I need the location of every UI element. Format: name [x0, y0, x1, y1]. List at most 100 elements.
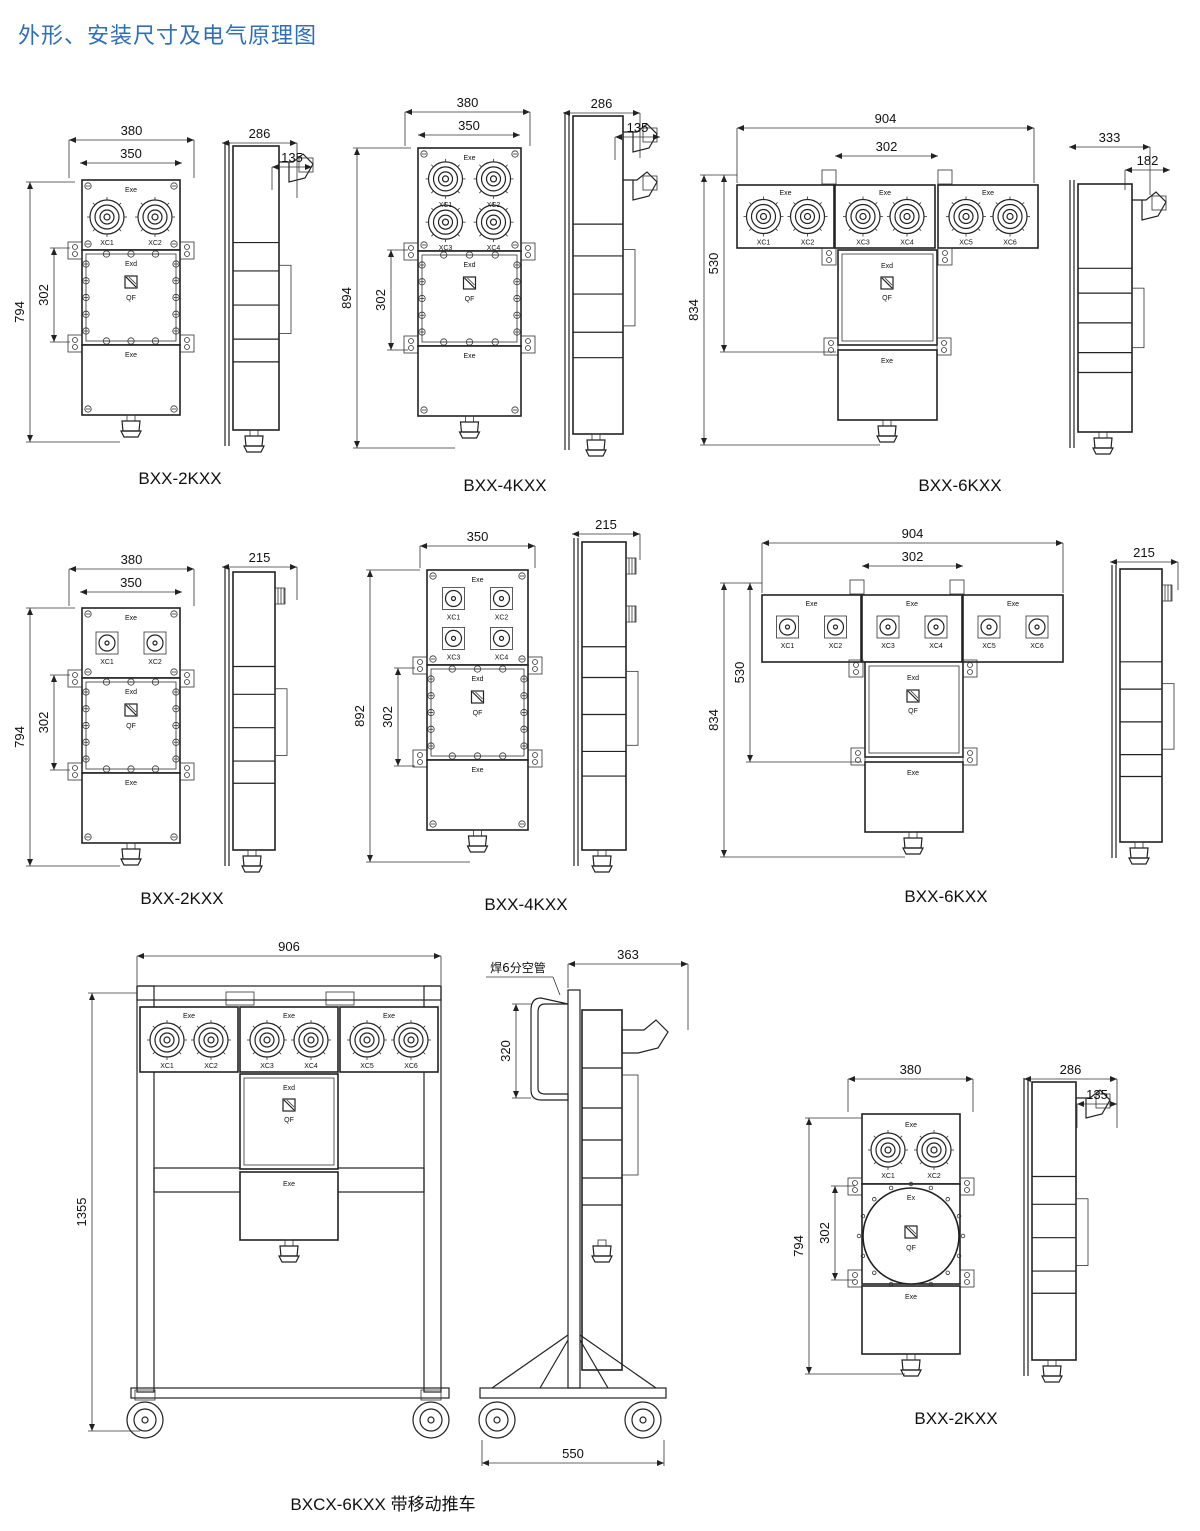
bracket-hole [964, 1272, 970, 1278]
bracket-hole [941, 347, 947, 353]
plug-stub [274, 587, 286, 605]
screw [418, 311, 426, 319]
dimension-horizontal: 904 [737, 111, 1034, 131]
socket-label: XC1 [757, 240, 771, 247]
socket-ring [492, 589, 511, 608]
socket-ring [884, 1146, 892, 1154]
screw [151, 678, 160, 686]
socket-ring [489, 175, 498, 183]
dimension-vertical: 302 [817, 1186, 838, 1280]
socket-icon: XC5 [977, 615, 1001, 650]
breaker-handle-icon [906, 689, 920, 703]
arrowhead [513, 1091, 519, 1098]
gland-body [592, 855, 612, 867]
line [910, 690, 919, 699]
socket-icon: XC1 [87, 197, 127, 247]
line [749, 228, 752, 231]
socket-label: XC5 [360, 1063, 374, 1070]
socket-label: XC5 [982, 643, 996, 650]
socket-icon: XC2 [135, 197, 175, 247]
socket-label: XC1 [100, 659, 114, 666]
arrowhead [528, 543, 535, 549]
dimension-label: 182 [1137, 153, 1159, 168]
dimension-label: 794 [791, 1235, 806, 1257]
arrowhead [747, 755, 753, 762]
screw [82, 327, 90, 335]
arrowhead [806, 1367, 812, 1374]
dimension-label: 302 [817, 1222, 832, 1244]
mount-bracket [936, 337, 952, 356]
socket-label: XC4 [900, 240, 914, 247]
socket-ring [263, 1036, 271, 1044]
exe-label: Exe [283, 1013, 295, 1020]
arrowhead [187, 137, 194, 143]
socket-ring [354, 1027, 380, 1053]
screw [151, 250, 160, 258]
qf-label: QF [908, 708, 918, 715]
dimension-label: 834 [706, 709, 721, 731]
screw [170, 610, 178, 618]
arrowhead [175, 160, 182, 166]
cable-gland-icon [243, 429, 265, 453]
chamber-bolt [908, 1181, 914, 1187]
cable-gland-icon [585, 433, 607, 457]
dimension-label: 892 [352, 705, 367, 727]
screw [102, 250, 111, 258]
bracket-hole [417, 752, 423, 758]
weld-note-label: 焊6分空管 [490, 960, 546, 975]
chamber-bolt [856, 1233, 862, 1239]
socket-ring [926, 1142, 942, 1158]
arrowhead [354, 441, 360, 448]
arrowhead [388, 250, 394, 257]
mount-bracket [520, 335, 536, 354]
screw [82, 310, 90, 318]
bracket-hole [525, 245, 531, 251]
socket-ring [154, 1027, 180, 1053]
line [848, 228, 852, 231]
line [296, 1051, 300, 1055]
exe-label: Exe [805, 601, 817, 608]
dimension-vertical: 302 [373, 250, 394, 350]
bracket-hole [525, 338, 531, 344]
socket-ring [398, 1027, 424, 1053]
gland-neck [882, 419, 892, 427]
socket-label: XC4 [304, 1063, 318, 1070]
line [178, 1051, 182, 1055]
trolley-side-view [478, 989, 669, 1439]
screw [82, 293, 90, 302]
exd-enclosure [837, 249, 938, 346]
bracket-hole [852, 1279, 858, 1285]
plug-stub [625, 605, 637, 623]
socket-ring [962, 212, 970, 221]
socket-ring [803, 212, 812, 221]
dimension-horizontal: 350 [80, 575, 182, 595]
gland-neck [908, 831, 918, 839]
exe-label: Exe [982, 190, 994, 197]
arrowhead [418, 132, 425, 138]
arrowhead [806, 1118, 812, 1125]
line [918, 202, 922, 205]
mount-bracket [67, 762, 83, 781]
socket-enclosure [239, 1006, 339, 1073]
screw [429, 820, 437, 828]
screw [427, 708, 435, 717]
gland-body [1129, 847, 1149, 859]
side-view [1023, 1078, 1111, 1383]
breaker-frame [124, 703, 138, 717]
line [918, 228, 922, 231]
socket-ring [958, 208, 974, 225]
dimension-label: 530 [732, 662, 747, 684]
socket-ring [307, 1036, 315, 1044]
socket-icon: XC2 [191, 1020, 231, 1070]
socket-frame [442, 587, 465, 610]
screw [518, 820, 526, 828]
bracket-hole [852, 1180, 858, 1186]
socket-icon: XC2 [914, 1130, 954, 1180]
plug-stub [1161, 584, 1173, 602]
line [457, 164, 460, 168]
line [322, 1051, 326, 1055]
socket-icon: XC3 [843, 196, 883, 247]
bracket-hole [852, 1272, 858, 1278]
